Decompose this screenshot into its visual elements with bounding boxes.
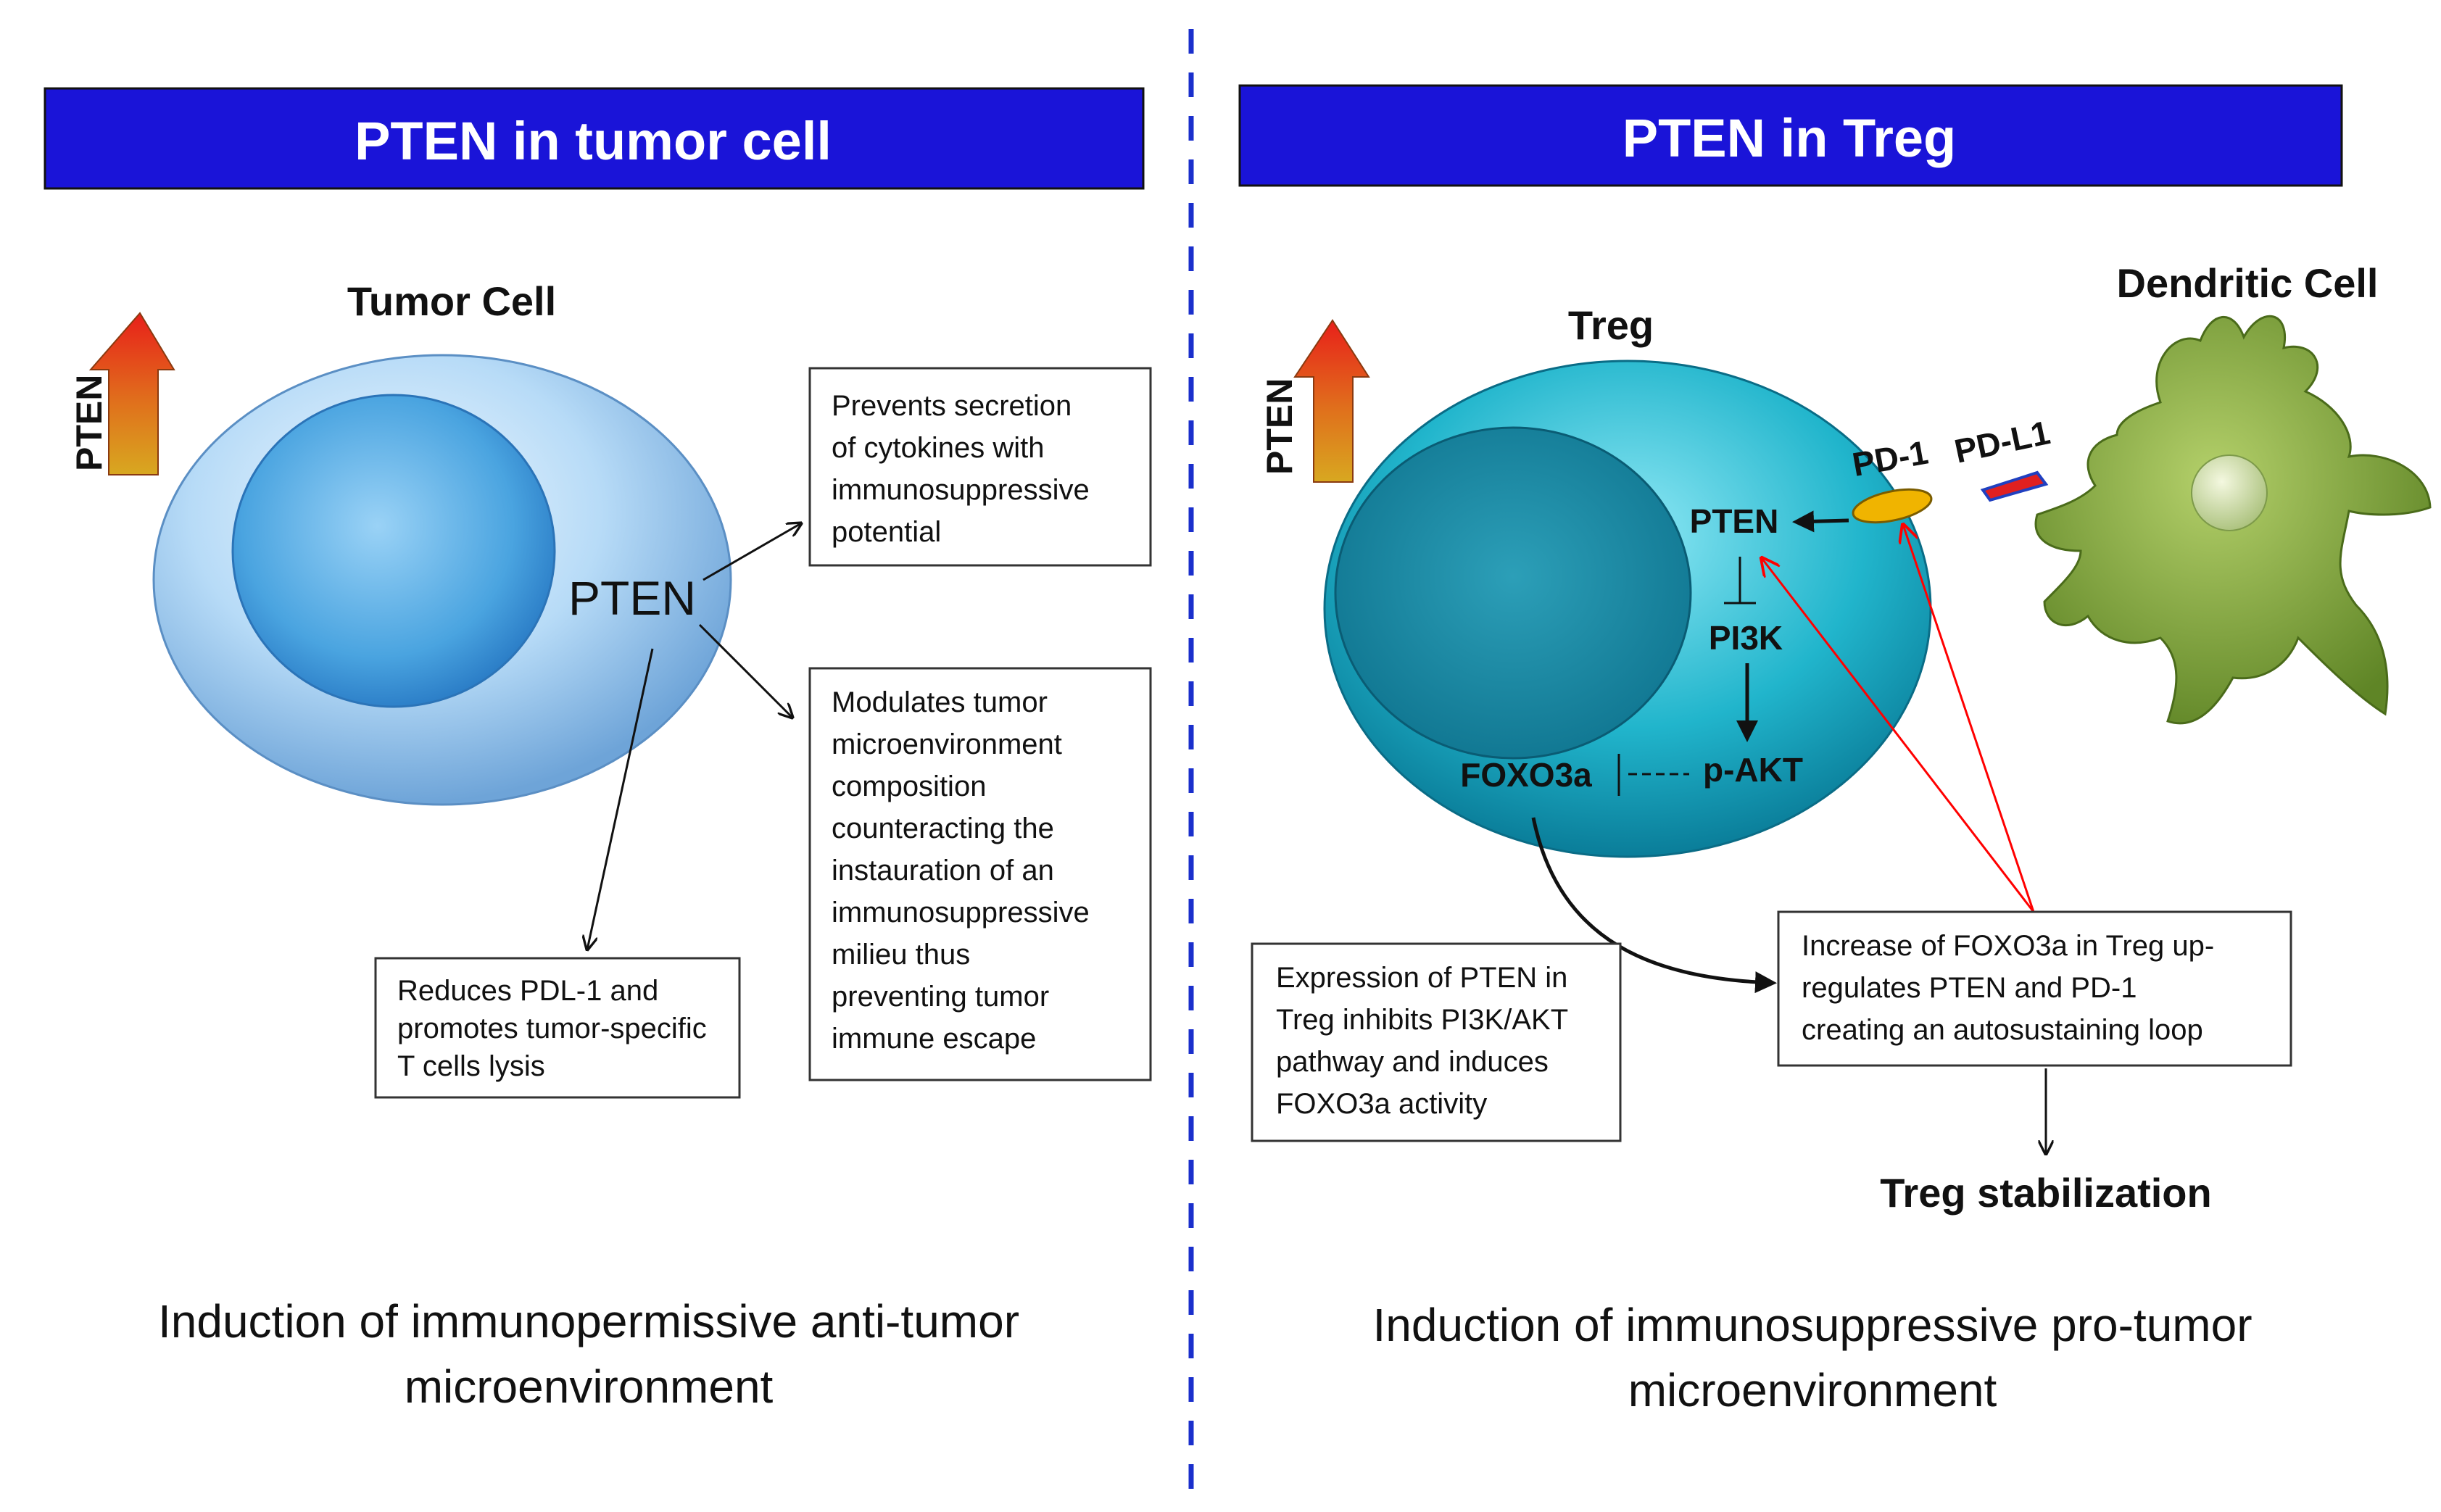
treg-stabilization: Treg stabilization — [1880, 1170, 2211, 1216]
arrow-to-microenv — [698, 623, 792, 718]
right-banner-title: PTEN in Treg — [1623, 108, 1957, 168]
feedback-arrow-to-pten — [1762, 558, 2035, 913]
box-cytokines-line: potential — [832, 516, 941, 548]
box-microenv-line: immune escape — [832, 1023, 1036, 1055]
dendritic-cell-nucleus — [2191, 454, 2268, 531]
left-conclusion-line1: Induction of immunopermissive anti-tumor — [158, 1295, 1019, 1347]
box-loop-line: regulates PTEN and PD-1 — [1802, 972, 2137, 1004]
left-banner-title: PTEN in tumor cell — [355, 111, 832, 171]
box-microenvironment: Modulates tumor microenvironment composi… — [808, 667, 1152, 1081]
box-expression-line: Treg inhibits PI3K/AKT — [1276, 1004, 1568, 1036]
box-pdl1-line: Reduces PDL-1 and — [397, 975, 658, 1007]
inhibit-pakt-foxo3a — [1617, 754, 1689, 796]
box-microenv-line: Modulates tumor — [832, 686, 1048, 718]
box-loop-line: Increase of FOXO3a in Treg up- — [1802, 930, 2214, 962]
box-microenv-line: milieu thus — [832, 939, 970, 971]
right-panel: PTEN in Treg Treg Dendritic Cell PTEN PD… — [1238, 84, 2432, 1416]
left-conclusion-line2: microenvironment — [405, 1361, 774, 1413]
box-microenv-line: instauration of an — [832, 855, 1054, 886]
box-cytokines-line: of cytokines with — [832, 432, 1044, 464]
left-banner — [43, 87, 1145, 190]
pathway-pi3k: PI3K — [1709, 619, 1783, 657]
feedback-arrow-to-pd1 — [1903, 525, 2035, 913]
box-pdl1: Reduces PDL-1 and promotes tumor-specifi… — [374, 957, 741, 1099]
pd1-receptor — [1852, 488, 1933, 524]
tumor-cell-nucleus — [231, 394, 556, 708]
box-cytokines: Prevents secretion of cytokines with imm… — [808, 367, 1152, 567]
dendritic-cell-label: Dendritic Cell — [2117, 260, 2379, 306]
box-cytokines-line: immunosuppressive — [832, 474, 1090, 506]
pdl1-label: PD-L1 — [1951, 413, 2053, 470]
tumor-pten-label: PTEN — [568, 571, 696, 625]
box-pdl1-line: promotes tumor-specific — [397, 1013, 707, 1044]
pten-up-indicator-left: PTEN — [69, 312, 175, 475]
treg-cell-nucleus — [1334, 426, 1692, 760]
up-arrow-icon — [1293, 319, 1370, 483]
pathway-pakt: p-AKT — [1703, 751, 1803, 789]
right-conclusion-line2: microenvironment — [1628, 1364, 1997, 1416]
right-conclusion-line1: Induction of immunosuppressive pro-tumor — [1373, 1299, 2253, 1351]
pdl1-ligand — [1980, 470, 2049, 502]
box-expression-line: Expression of PTEN in — [1276, 962, 1567, 994]
pd1-to-pten-arrow — [1792, 510, 1849, 533]
box-expression-line: pathway and induces — [1276, 1046, 1549, 1078]
box-microenv-line: microenvironment — [832, 728, 1062, 760]
arrow-to-cytokines — [703, 523, 801, 581]
arrow-to-pdl1 — [587, 648, 654, 950]
box-microenv-line: counteracting the — [832, 813, 1054, 844]
box-loop-line: creating an autosustaining loop — [1802, 1014, 2203, 1046]
pathway-pten: PTEN — [1690, 502, 1779, 540]
box-expression-line: FOXO3a activity — [1276, 1088, 1487, 1120]
pten-indicator-label-left: PTEN — [69, 375, 109, 471]
box-cytokines-line: Prevents secretion — [832, 390, 1072, 422]
box-microenv-line: preventing tumor — [832, 981, 1049, 1013]
box-microenv-line: composition — [832, 770, 986, 802]
pten-up-indicator-right: PTEN — [1259, 319, 1370, 483]
pathway-foxo3a: FOXO3a — [1460, 756, 1592, 794]
box-microenv-line: immunosuppressive — [832, 897, 1090, 929]
pten-indicator-label-right: PTEN — [1259, 378, 1300, 475]
up-arrow-icon — [88, 312, 175, 475]
pd1-label: PD-1 — [1849, 433, 1931, 483]
treg-label: Treg — [1568, 302, 1654, 348]
box-expression: Expression of PTEN in Treg inhibits PI3K… — [1251, 942, 1622, 1142]
left-panel: PTEN in tumor cell Tumor Cell PTEN PTEN … — [43, 87, 1152, 1413]
box-loop: Increase of FOXO3a in Treg up- regulates… — [1777, 910, 2292, 1067]
right-banner — [1238, 84, 2343, 187]
tumor-cell-label: Tumor Cell — [347, 278, 556, 324]
box-pdl1-line: T cells lysis — [397, 1050, 545, 1082]
inhibit-pten-pi3k — [1724, 557, 1756, 605]
